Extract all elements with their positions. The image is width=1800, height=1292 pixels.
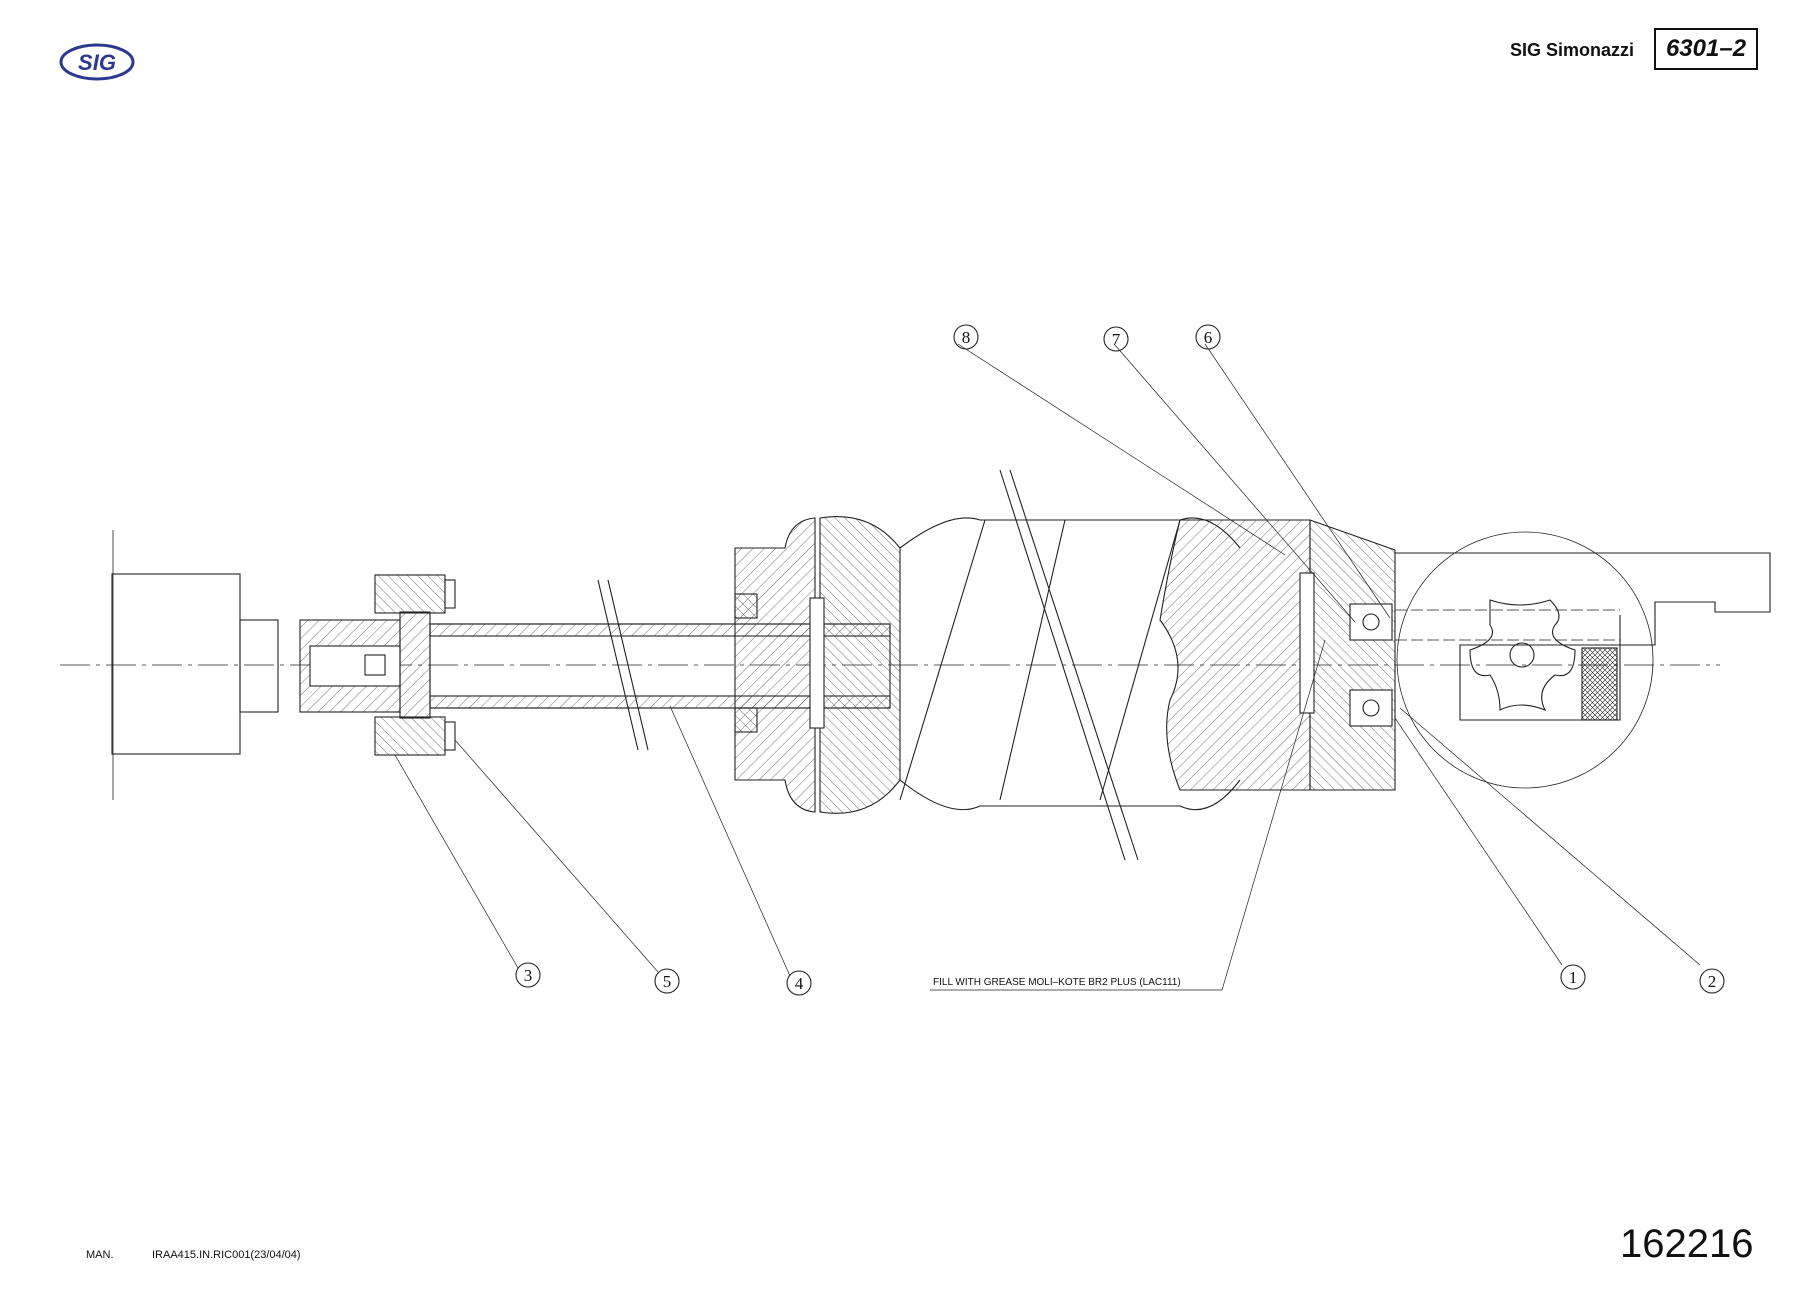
callout-4: 4 <box>795 974 804 993</box>
flight-1 <box>899 519 986 801</box>
footer-man-label: MAN. <box>86 1249 114 1261</box>
leader-7 <box>1114 344 1356 623</box>
callout-6-circle <box>1195 324 1221 350</box>
break-line-2 <box>607 579 649 751</box>
callout-6: 6 <box>1204 328 1213 347</box>
coupling-bore <box>309 645 401 687</box>
housing-left <box>734 517 816 813</box>
break-line-3 <box>999 469 1126 861</box>
lower-flange <box>374 716 446 756</box>
leader-note <box>930 639 1326 991</box>
callout-7-circle <box>1103 326 1129 352</box>
leader-3 <box>394 754 519 969</box>
leader-5 <box>454 739 659 973</box>
callout-1-circle <box>1560 964 1586 990</box>
flight-2 <box>999 519 1066 801</box>
callout-3-circle <box>515 962 541 988</box>
handwheel-hub <box>1509 642 1535 668</box>
handwheel-circle <box>1396 531 1654 789</box>
leader-2 <box>1399 707 1701 966</box>
upper-flange <box>374 574 446 614</box>
lower-bearing <box>1349 689 1393 727</box>
handwheel-knob <box>1469 599 1576 712</box>
company-name: SIG Simonazzi <box>1510 40 1635 60</box>
callout-5: 5 <box>663 972 672 991</box>
doc-code-box: 6301–2 <box>1654 28 1758 70</box>
callout-2-circle <box>1699 968 1725 994</box>
callout-4-circle <box>786 970 812 996</box>
upper-bolt-head <box>444 579 456 609</box>
callout-3: 3 <box>524 966 533 985</box>
screw-hatched-core <box>1159 519 1311 791</box>
leader-6 <box>1204 343 1391 619</box>
logo-text: SIG <box>78 50 116 75</box>
callout-2: 2 <box>1708 972 1717 991</box>
callout-5-circle <box>654 968 680 994</box>
bearing-housing <box>1309 519 1396 791</box>
motor-body <box>111 573 241 755</box>
coupling-screw <box>364 654 386 676</box>
leader-1 <box>1394 717 1563 966</box>
knurled-grip <box>1581 647 1618 721</box>
lower-bearing-ball <box>1362 699 1380 717</box>
screw-bottom-profile <box>899 779 1241 811</box>
flight-3 <box>1099 519 1181 801</box>
sig-logo: SIG <box>59 43 135 81</box>
break-line-1 <box>597 579 639 751</box>
doc-code: 6301–2 <box>1665 35 1747 62</box>
leader-8 <box>957 343 1286 556</box>
bracket-outline <box>1395 552 1771 721</box>
housing-right <box>819 516 901 814</box>
upper-bearing <box>1349 603 1393 641</box>
grease-note: FILL WITH GREASE MOLI–KOTE BR2 PLUS (LAC… <box>933 977 1181 988</box>
break-line-4 <box>1009 469 1139 861</box>
motor-shaft-collar <box>239 619 279 713</box>
callout-8: 8 <box>962 328 971 347</box>
callout-7: 7 <box>1112 330 1121 349</box>
leader-4 <box>669 705 791 977</box>
footer-reference: IRAA415.IN.RIC001(23/04/04) <box>152 1249 301 1261</box>
gasket <box>809 597 825 729</box>
upper-seal <box>734 593 758 619</box>
callout-8-circle <box>953 324 979 350</box>
lower-bolt-head <box>444 721 456 751</box>
upper-bearing-ball <box>1362 613 1380 631</box>
flange-hub <box>399 611 431 719</box>
bearing-spacer <box>1299 572 1315 714</box>
callout-1: 1 <box>1569 968 1578 987</box>
lower-seal <box>734 707 758 733</box>
drawing-number: 162216 <box>1620 1222 1754 1266</box>
